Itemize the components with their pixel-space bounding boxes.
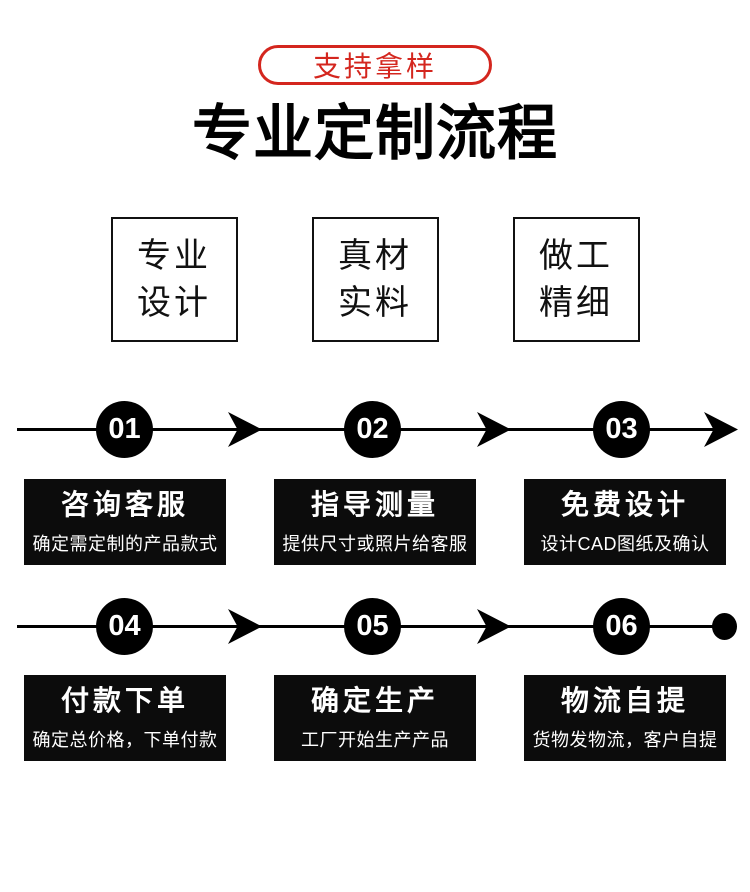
- step-card-desc: 确定总价格，下单付款: [32, 729, 218, 750]
- section-title: 专业定制流程: [192, 100, 558, 167]
- feature-line: 做工: [539, 236, 613, 275]
- feature-line: 实料: [338, 283, 412, 322]
- step-number-circle: 06: [593, 598, 650, 655]
- step-card-desc: 工厂开始生产产品: [301, 729, 449, 750]
- step-card-desc: 提供尺寸或照片给客服: [282, 533, 468, 554]
- step-card-measure: 指导测量 提供尺寸或照片给客服: [274, 479, 476, 565]
- step-cards-row-1: 咨询客服 确定需定制的产品款式 指导测量 提供尺寸或照片给客服 免费设计 设计C…: [0, 479, 750, 565]
- step-number: 06: [605, 610, 638, 642]
- step-card-title: 指导测量: [310, 489, 439, 521]
- step-card-title: 物流自提: [560, 685, 689, 717]
- feature-line: 专业: [137, 236, 211, 275]
- step-card-title: 咨询客服: [60, 489, 189, 521]
- sample-support-badge-label: 支持拿样: [312, 51, 437, 82]
- step-card-logistics: 物流自提 货物发物流，客户自提: [524, 675, 726, 761]
- feature-line: 精细: [539, 283, 613, 322]
- flow-row-2: 04 05 06: [0, 596, 750, 657]
- step-cards-row-2: 付款下单 确定总价格，下单付款 确定生产 工厂开始生产产品 物流自提 货物发物流…: [0, 675, 750, 761]
- flow-end-dot: [712, 613, 737, 640]
- step-card-consult: 咨询客服 确定需定制的产品款式: [24, 479, 226, 565]
- step-card-desc: 货物发物流，客户自提: [532, 729, 718, 750]
- step-number-circle: 05: [344, 598, 401, 655]
- step-number-circle: 04: [96, 598, 153, 655]
- step-number-circle: 01: [96, 401, 153, 458]
- step-number-circle: 03: [593, 401, 650, 458]
- feature-line: 设计: [137, 283, 211, 322]
- step-card-title: 付款下单: [60, 685, 189, 717]
- feature-line: 真材: [338, 236, 412, 275]
- step-card-production: 确定生产 工厂开始生产产品: [274, 675, 476, 761]
- step-number: 05: [356, 610, 389, 642]
- feature-box-workmanship: 做工 精细: [512, 217, 640, 342]
- feature-box-design: 专业 设计: [110, 217, 238, 342]
- step-card-title: 确定生产: [310, 685, 439, 717]
- step-number: 04: [108, 610, 141, 642]
- custom-process-section: 支持拿样 专业定制流程 专业 设计 真材 实料 做工 精细 01 02 03: [0, 45, 750, 892]
- feature-boxes: 专业 设计 真材 实料 做工 精细: [0, 217, 750, 342]
- step-number: 01: [108, 413, 141, 445]
- step-number: 03: [605, 413, 638, 445]
- step-card-free-design: 免费设计 设计CAD图纸及确认: [524, 479, 726, 565]
- step-number-circle: 02: [344, 401, 401, 458]
- sample-support-badge: 支持拿样: [258, 45, 492, 85]
- flow-row-1: 01 02 03: [0, 399, 750, 460]
- step-card-title: 免费设计: [560, 489, 689, 521]
- step-card-payment: 付款下单 确定总价格，下单付款: [24, 675, 226, 761]
- step-card-desc: 设计CAD图纸及确认: [540, 533, 710, 554]
- step-card-desc: 确定需定制的产品款式: [32, 533, 218, 554]
- feature-box-materials: 真材 实料: [311, 217, 439, 342]
- step-number: 02: [356, 413, 389, 445]
